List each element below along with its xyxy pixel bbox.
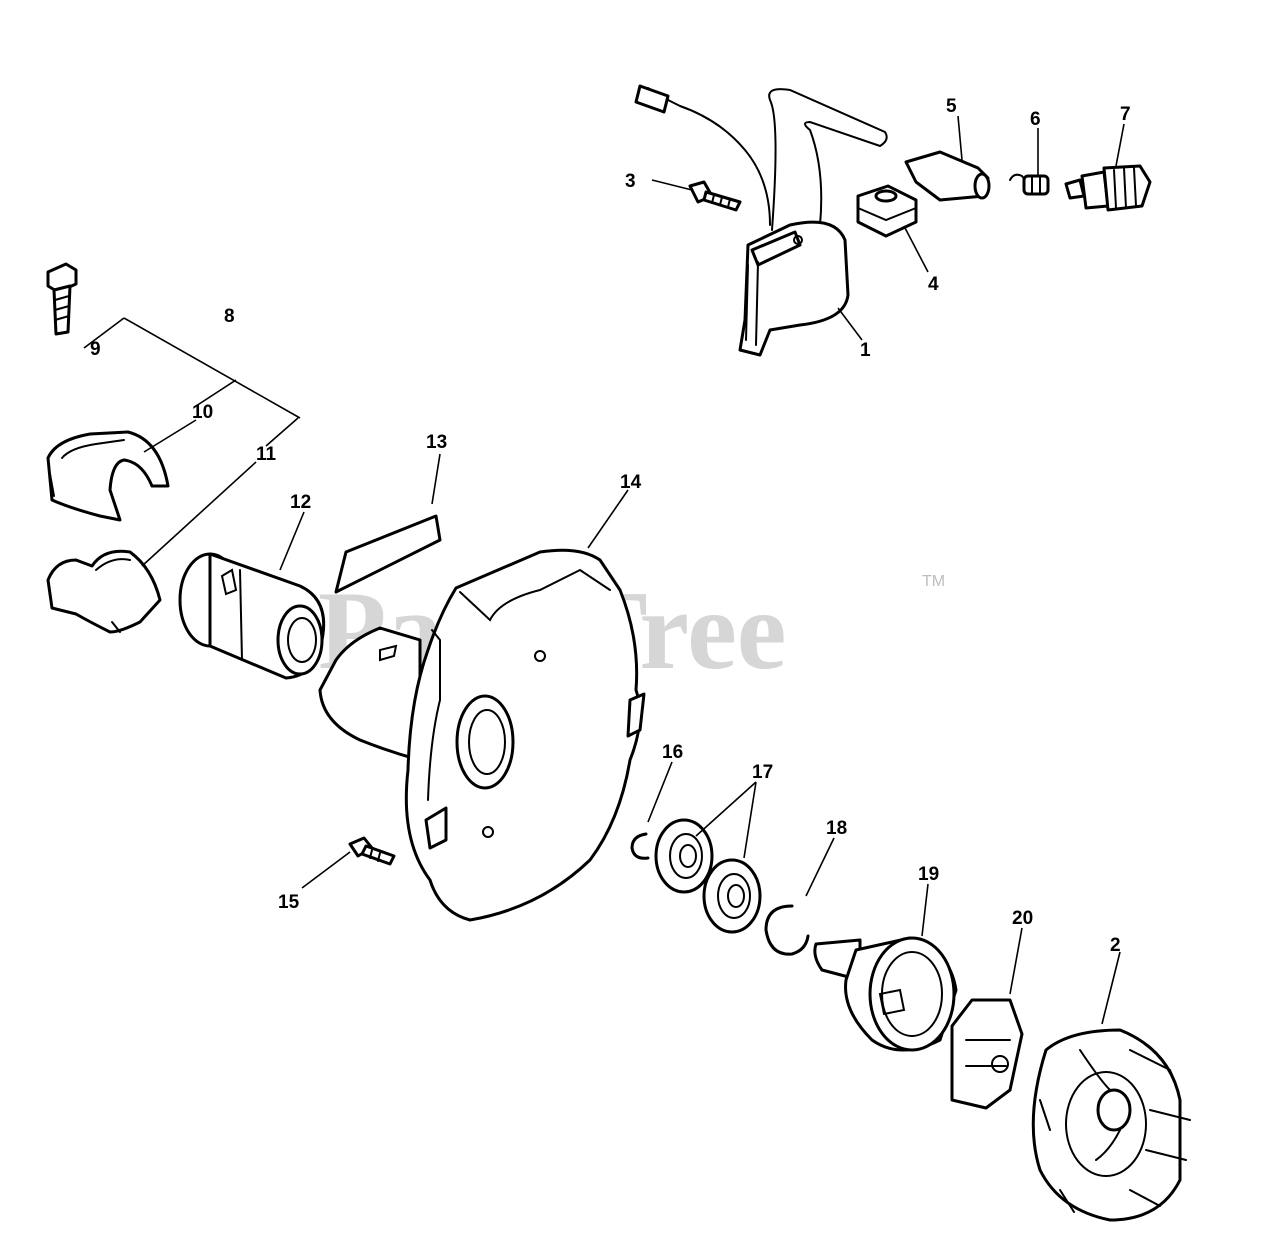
callout-13: 13 (426, 432, 447, 453)
part-10-upper-clamp[interactable] (46, 430, 170, 522)
callout-6: 6 (1030, 109, 1041, 130)
callout-7: 7 (1120, 104, 1131, 125)
part-6-terminal[interactable] (1009, 173, 1050, 196)
callout-15: 15 (278, 892, 300, 913)
part-2-flywheel[interactable] (1031, 1028, 1191, 1222)
callout-14: 14 (620, 472, 642, 493)
part-15-screw[interactable] (348, 836, 396, 866)
part-20-clutch-shoe[interactable] (950, 998, 1024, 1110)
callout-20: 20 (1012, 908, 1033, 929)
callout-19: 19 (918, 864, 939, 885)
part-3-screw[interactable] (688, 180, 742, 212)
part-9-bolt[interactable] (46, 262, 78, 336)
part-19-clutch-drum[interactable] (813, 936, 958, 1052)
callout-12: 12 (290, 492, 311, 513)
part-11-lower-clamp[interactable] (46, 549, 162, 634)
callout-3: 3 (625, 171, 636, 192)
part-12-shaft-tube[interactable] (178, 552, 326, 680)
watermark-trademark: TM (922, 573, 945, 590)
part-4-cap-block[interactable] (856, 184, 918, 238)
callout-1: 1 (860, 340, 871, 361)
part-7-spark-plug[interactable] (1064, 164, 1152, 212)
part-18-circlip[interactable] (764, 904, 810, 956)
part-13-label[interactable] (334, 514, 442, 594)
part-5-spark-boot[interactable] (904, 150, 991, 202)
part-17-bearings[interactable] (654, 818, 762, 934)
callout-8: 8 (224, 306, 235, 327)
callout-10: 10 (192, 402, 213, 423)
part-1-ignition-coil[interactable] (634, 84, 888, 357)
callout-9: 9 (90, 339, 101, 360)
callouts: 1 2 3 4 5 6 7 8 9 10 11 12 13 14 15 16 1… (90, 96, 1131, 956)
part-16-clip[interactable] (630, 832, 650, 860)
callout-11: 11 (256, 444, 277, 465)
callout-5: 5 (946, 96, 957, 117)
part-14-fan-housing[interactable] (318, 548, 646, 922)
leader-lines (83, 115, 1125, 1025)
callout-4: 4 (928, 274, 939, 295)
callout-16: 16 (662, 742, 683, 763)
callout-18: 18 (826, 818, 847, 839)
callout-17: 17 (752, 762, 773, 783)
callout-2: 2 (1110, 935, 1121, 956)
